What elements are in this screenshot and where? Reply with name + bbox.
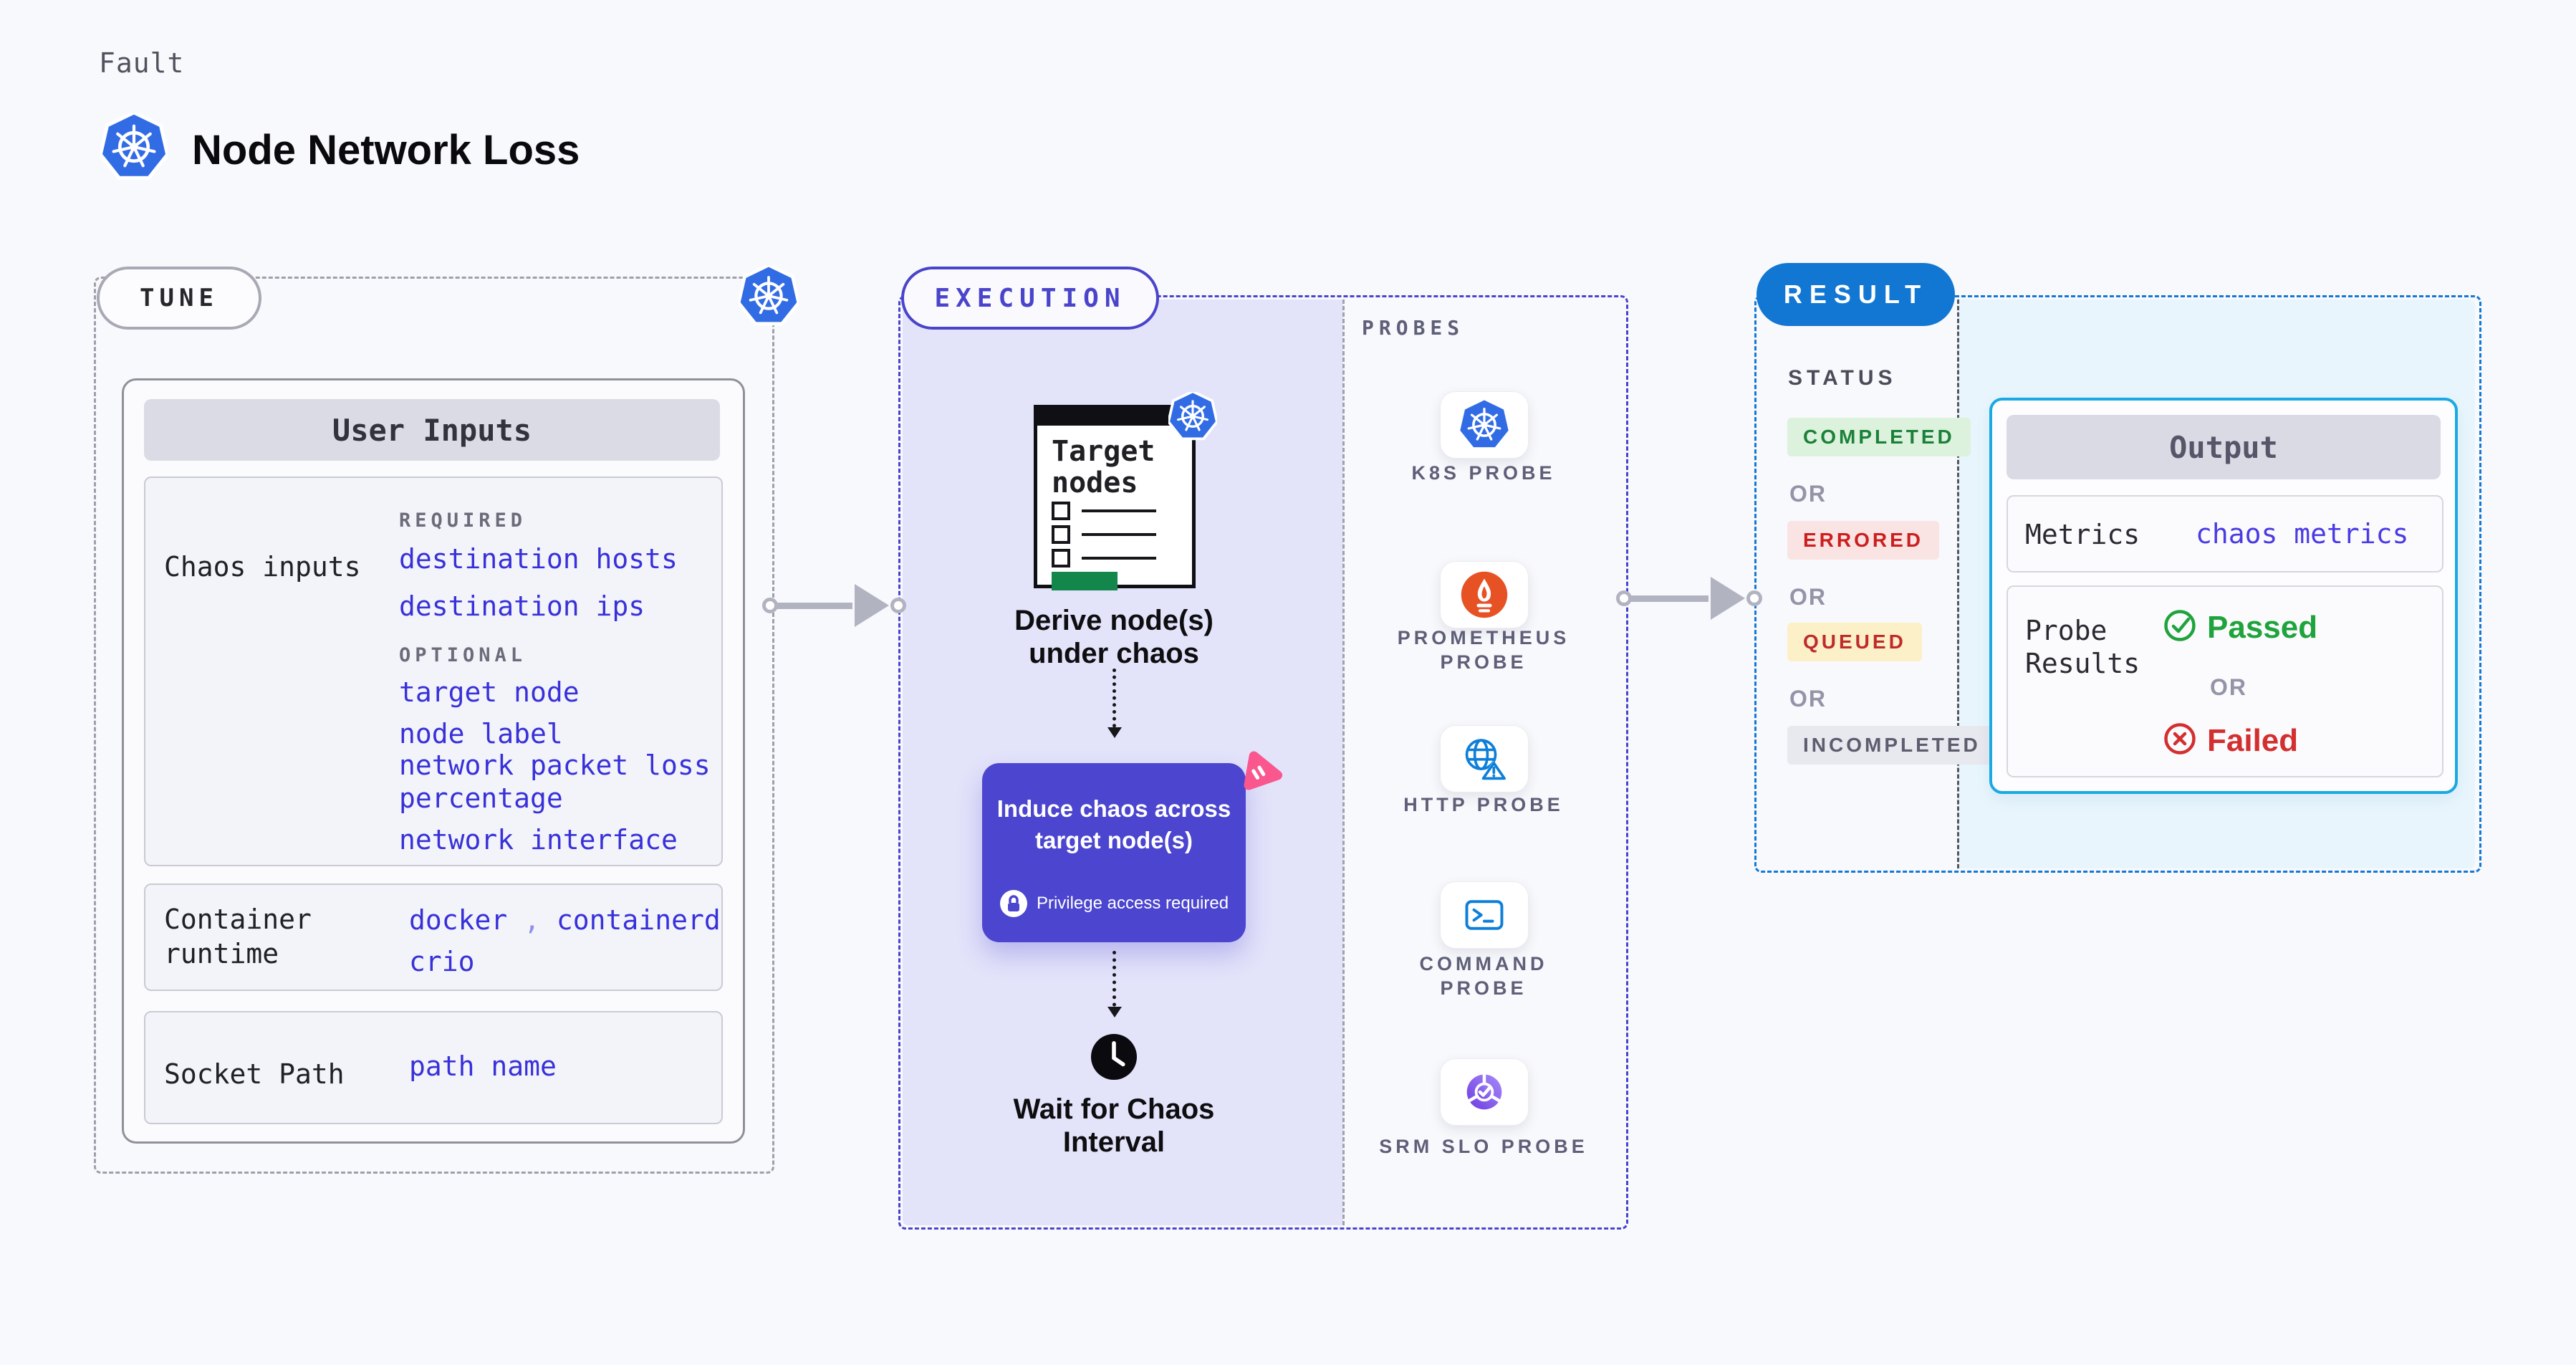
status-divider [1957,300,1959,868]
or-label: OR [1789,584,1827,610]
link-containerd[interactable]: containerd [556,904,721,936]
status-badge-errored: ERRORED [1787,521,1940,560]
probe-results-label: Probe Results [2025,615,2140,679]
target-nodes-card: Target nodes [1034,405,1196,590]
checkbox-row [1052,502,1156,520]
chaos-inputs-row: Chaos inputs REQUIRED destination hosts … [144,476,723,866]
kubernetes-icon [1458,399,1510,451]
link-network-packet-loss-percentage[interactable]: network packet loss percentage [399,749,711,814]
result-pill: RESULT [1756,263,1955,326]
link-destination-hosts[interactable]: destination hosts [399,543,678,575]
fault-eyebrow: Fault [99,47,185,79]
metrics-label: Metrics [2025,519,2140,550]
slo-donut-check-icon [1457,1065,1512,1119]
probe-label: K8S PROBE [1411,462,1556,484]
lock-icon [999,889,1028,918]
metrics-row: Metrics chaos metrics [2007,495,2443,573]
probe-card-k8s [1440,391,1529,459]
arrow-tune-to-execution [762,583,906,628]
probe-card-srm-slo [1440,1058,1529,1126]
tune-section [94,277,774,1174]
page-title: Node Network Loss [192,127,580,173]
container-runtime-label: Container runtime [164,904,312,969]
or-label: OR [1789,686,1827,712]
status-badge-completed: COMPLETED [1787,418,1971,456]
http-globe-warning-icon [1465,739,1508,782]
or-label: OR [2210,674,2247,700]
probe-card-prometheus [1440,561,1529,628]
output-card: Output Metrics chaos metrics Probe Resul… [1989,398,2458,794]
clock-icon [1085,1028,1143,1086]
chaos-spark-icon [1238,749,1285,796]
tune-pill: TUNE [97,267,261,330]
window-titlebar [1037,408,1192,426]
socket-path-row: Socket Path path name [144,1011,723,1124]
output-title: Output [2007,415,2441,479]
probe-results-row: Probe Results Passed OR Failed [2007,585,2443,777]
container-runtime-row: Container runtime docker , containerd cr… [144,883,723,991]
socket-path-label: Socket Path [164,1058,345,1090]
link-crio[interactable]: crio [409,946,475,977]
optional-heading: OPTIONAL [399,644,527,666]
privilege-badge-label: Privilege access required [1036,894,1229,913]
probe-label: HTTP PROBE [1403,794,1564,815]
induce-chaos-node: Induce chaos across target node(s) Privi… [982,763,1246,942]
privilege-badge: Privilege access required [982,889,1246,918]
x-circle-icon [2163,722,2197,756]
link-docker[interactable]: docker [409,904,508,936]
user-inputs-title: User Inputs [144,399,720,461]
induce-chaos-title: Induce chaos across target node(s) [996,795,1231,853]
probe-label: SRM SLO PROBE [1379,1136,1588,1157]
or-label: OR [1789,481,1827,507]
probes-divider [1342,300,1345,1225]
terminal-icon [1465,900,1504,930]
progress-bar [1052,572,1118,590]
execution-pill: EXECUTION [901,267,1159,330]
status-badge-queued: QUEUED [1787,623,1922,661]
passed-label: Passed [2207,610,2318,645]
checkbox-row [1052,549,1156,567]
probe-label: COMMAND PROBE [1419,953,1548,999]
link-network-interface[interactable]: network interface [399,824,678,856]
link-path-name[interactable]: path name [409,1050,557,1082]
flow-arrow-down [1107,951,1122,1017]
target-nodes-title: Target nodes [1052,435,1155,499]
derive-nodes-caption: Derive node(s) under chaos [1014,605,1213,669]
checkbox-row [1052,525,1156,544]
execution-section: Target nodes Derive node(s) under chaos … [898,295,1628,1230]
link-chaos-metrics[interactable]: chaos metrics [2196,518,2409,550]
container-runtime-values: docker , containerd [409,904,724,937]
kubernetes-icon [739,266,799,326]
status-heading: STATUS [1788,366,1897,390]
check-circle-icon [2163,608,2197,643]
chaos-inputs-label: Chaos inputs [164,551,361,583]
result-section: STATUS COMPLETED OR ERRORED OR QUEUED OR… [1754,295,2481,873]
link-destination-ips[interactable]: destination ips [399,590,645,622]
wait-interval-caption: Wait for Chaos Interval [1013,1093,1215,1158]
probe-card-http [1440,725,1529,792]
flow-arrow-down [1107,669,1122,738]
probe-label: PROMETHEUS PROBE [1397,627,1570,673]
status-badge-incompleted: INCOMPLETED [1787,726,1996,765]
arrow-execution-to-result [1616,575,1762,621]
required-heading: REQUIRED [399,509,527,532]
link-node-label[interactable]: node label [399,718,563,749]
probe-card-command [1440,881,1529,949]
separator: , [507,904,557,936]
prometheus-icon [1461,571,1508,618]
probes-heading: PROBES [1362,316,1465,340]
kubernetes-icon [100,113,168,181]
link-target-node[interactable]: target node [399,676,580,708]
user-inputs-card: User Inputs Chaos inputs REQUIRED destin… [122,378,745,1144]
kubernetes-icon [1168,392,1217,441]
failed-label: Failed [2207,723,2299,758]
